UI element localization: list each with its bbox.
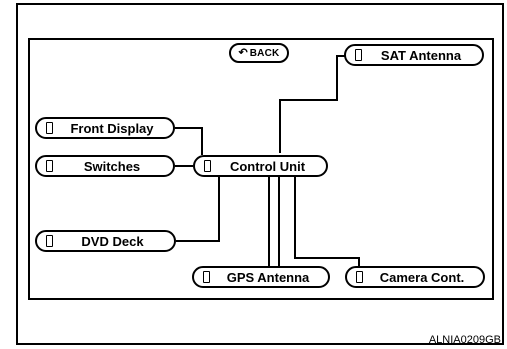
component-tab-icon (355, 49, 362, 61)
sat-antenna-label: SAT Antenna (380, 47, 462, 63)
component-tab-icon (203, 271, 210, 283)
sat-antenna-button[interactable]: SAT Antenna (344, 44, 484, 66)
back-button[interactable]: ↶ BACK (229, 43, 289, 63)
return-arrow-icon: ↶ (238, 46, 248, 59)
line-sat-antenna (279, 55, 348, 153)
figure-code: ALNIA0209GB (428, 334, 501, 346)
front-display-button[interactable]: Front Display (35, 117, 175, 139)
dvd-deck-button[interactable]: DVD Deck (35, 230, 176, 252)
component-tab-icon (46, 235, 53, 247)
camera-cont-label: Camera Cont. (379, 269, 465, 285)
component-tab-icon (204, 160, 211, 172)
camera-cont-button[interactable]: Camera Cont. (345, 266, 485, 288)
gps-antenna-button[interactable]: GPS Antenna (192, 266, 330, 288)
gps-antenna-label: GPS Antenna (226, 269, 310, 285)
back-label: BACK (249, 47, 280, 59)
line-dvd-deck (176, 176, 220, 242)
outer-frame (16, 3, 504, 345)
control-unit-label: Control Unit (229, 158, 306, 174)
component-tab-icon (356, 271, 363, 283)
control-unit-button[interactable]: Control Unit (193, 155, 328, 177)
display-screen (28, 38, 494, 300)
dvd-deck-label: DVD Deck (81, 233, 144, 249)
line-front-display (175, 127, 203, 155)
component-tab-icon (46, 122, 53, 134)
line-camera-cont (294, 176, 360, 266)
switches-button[interactable]: Switches (35, 155, 175, 177)
component-tab-icon (46, 160, 53, 172)
front-display-label: Front Display (70, 120, 154, 136)
switches-label: Switches (83, 158, 141, 174)
